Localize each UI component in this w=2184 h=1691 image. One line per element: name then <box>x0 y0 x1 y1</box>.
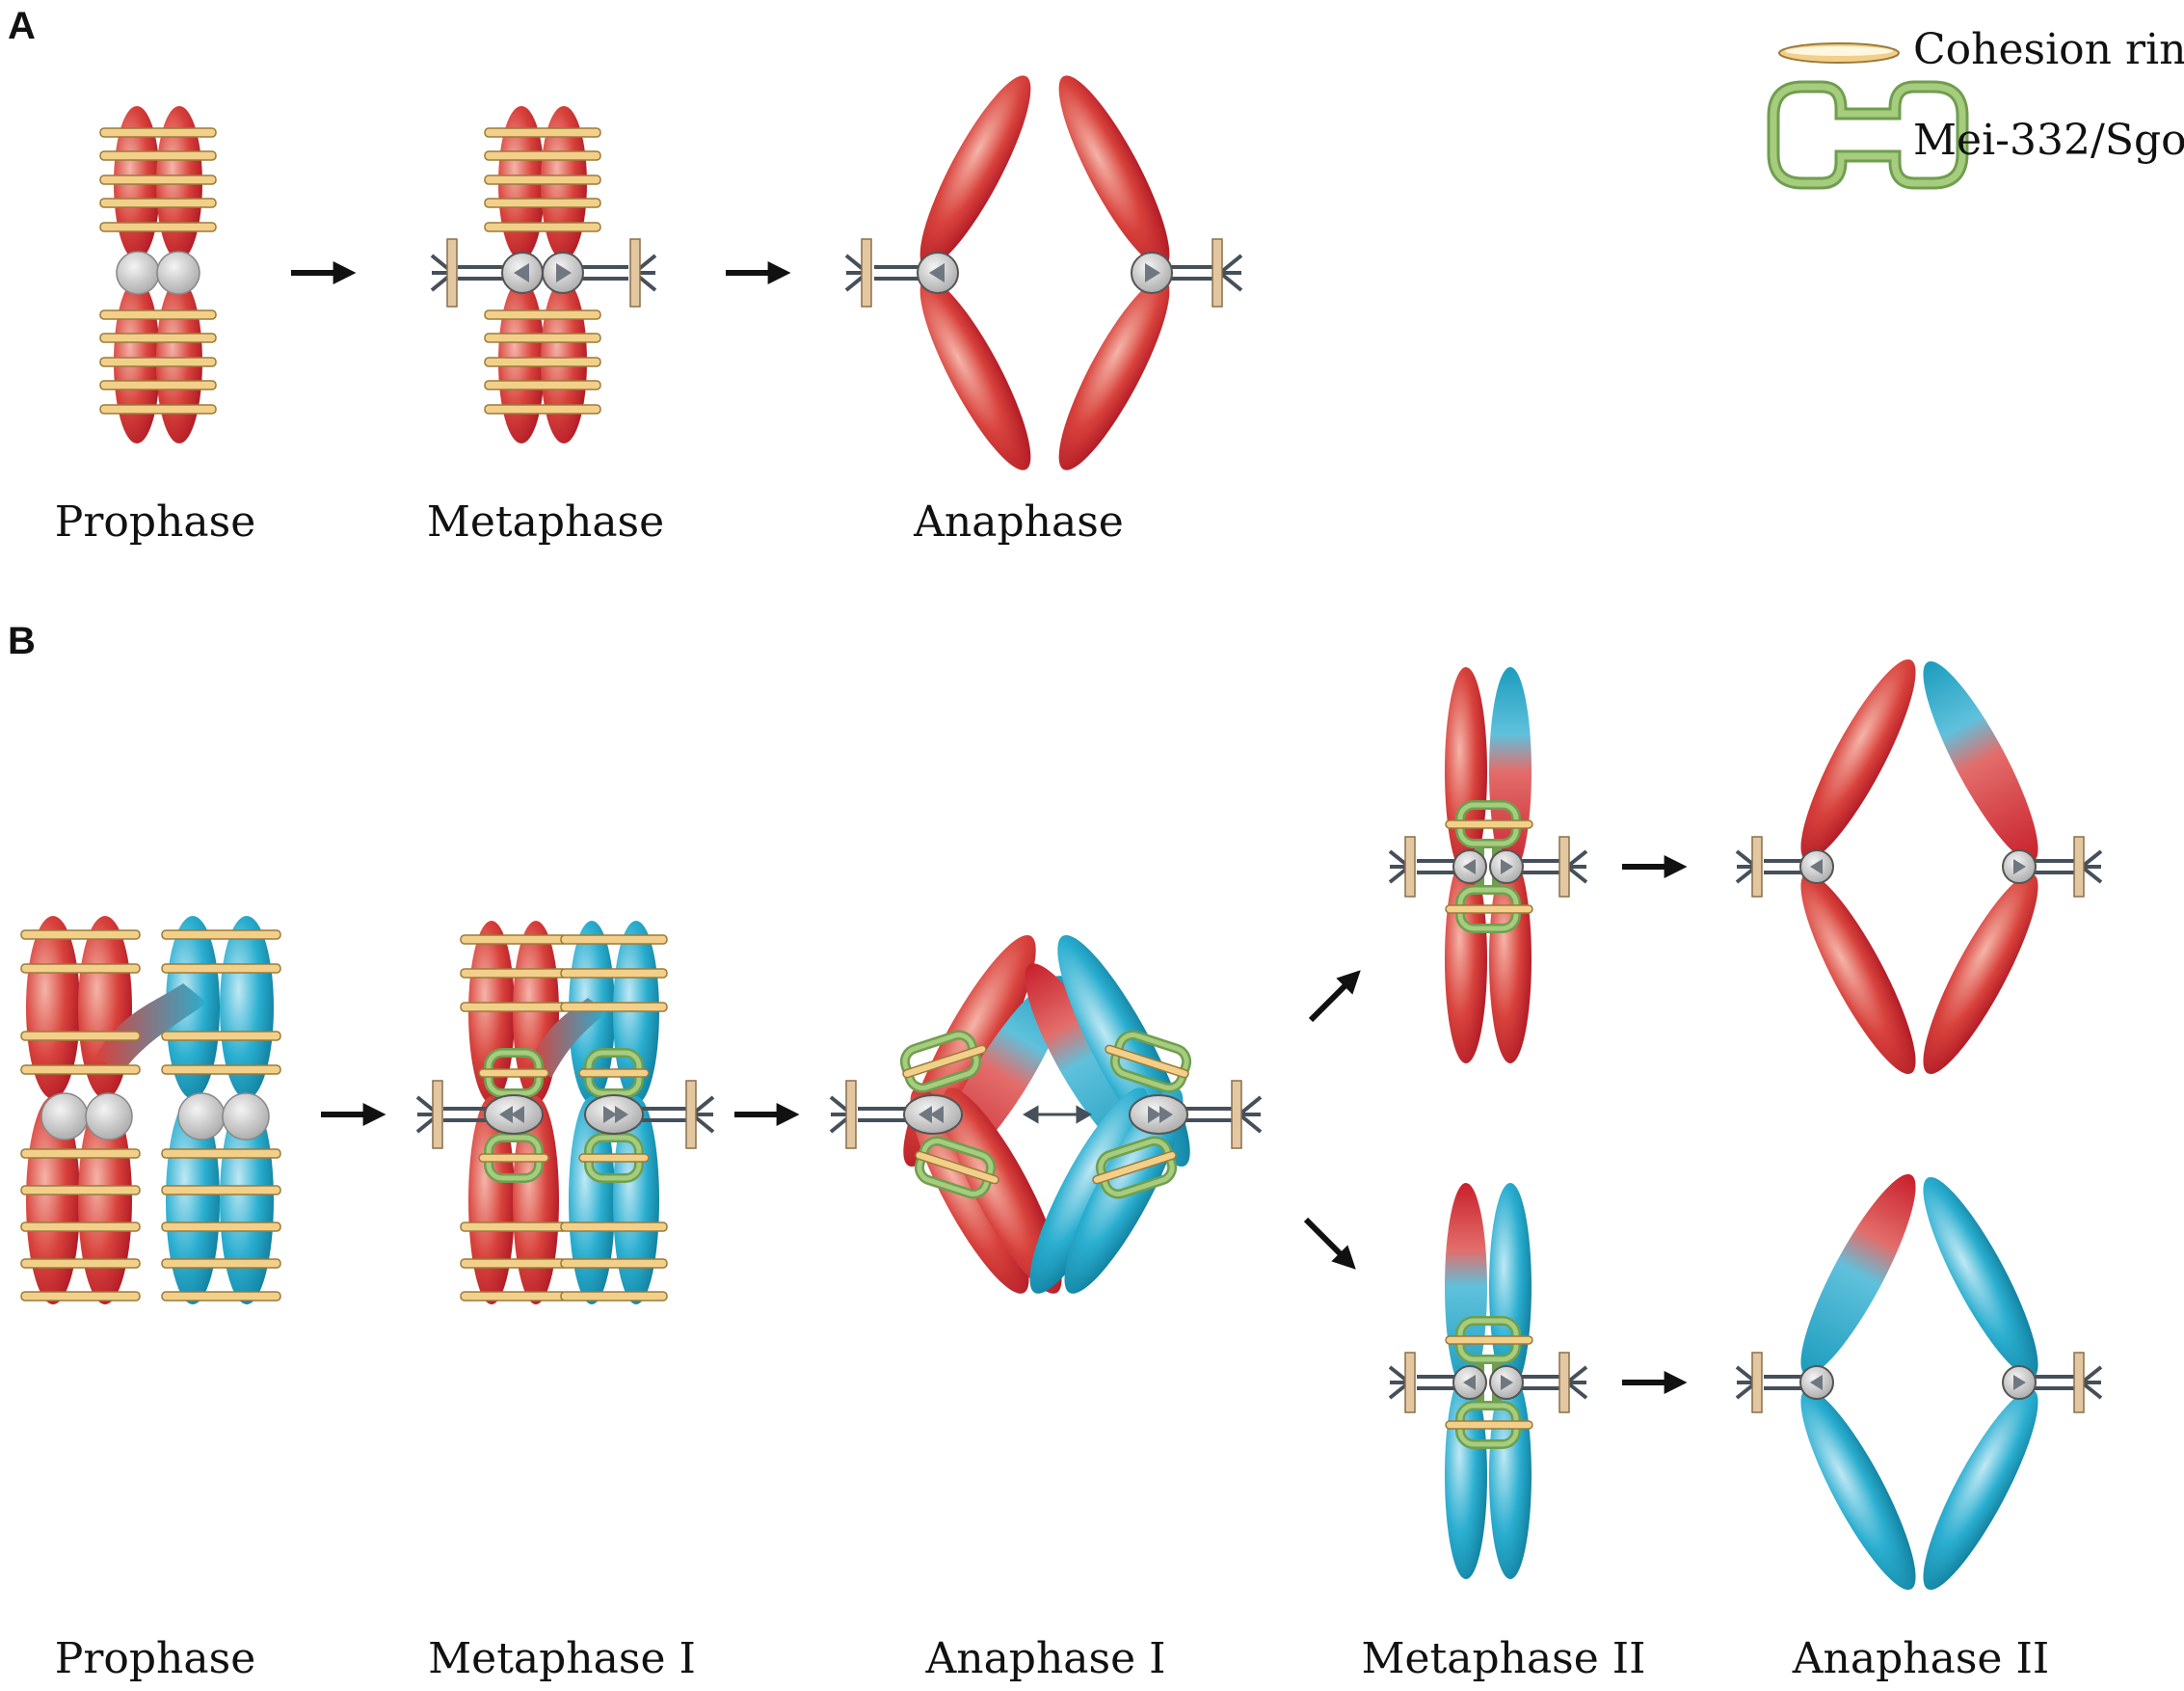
panel-letter-b: B <box>8 620 36 662</box>
legend-label-cohesion: Cohesion ring <box>1913 25 2184 74</box>
b-stage-label: Anaphase I <box>924 1634 1165 1683</box>
b-metaphase-i-bivalent <box>415 921 715 1304</box>
b-anaphase-ii-bottom <box>1735 1173 2103 1591</box>
b-metaphase-ii-bottom <box>1388 1183 1588 1579</box>
b-stage-label: Anaphase II <box>1792 1634 2049 1683</box>
a-prophase-chromosome <box>99 106 217 443</box>
b-metaphase-ii-top <box>1388 667 1588 1063</box>
legend: Cohesion ring Mei-332/Sgo1 <box>1767 25 2184 190</box>
a-metaphase-chromosome <box>430 106 657 443</box>
arrow-b3-up <box>1308 970 1361 1023</box>
a-anaphase-right <box>1058 75 1243 470</box>
sgo1-icon <box>1767 80 1969 190</box>
b-anaphase-ii-top <box>1735 658 2103 1075</box>
a-stage-label: Metaphase <box>427 497 664 547</box>
b-anaphase-i-right <box>1025 934 1263 1294</box>
arrow-b3-down <box>1303 1217 1356 1270</box>
b-stage-label: Prophase <box>55 1634 255 1683</box>
b-anaphase-i-left <box>829 934 1068 1294</box>
a-anaphase-left <box>844 75 1031 470</box>
legend-label-sgo1: Mei-332/Sgo1 <box>1913 116 2184 165</box>
panel-letter-a: A <box>8 5 36 47</box>
cohesion-ring-icon <box>1778 42 1900 64</box>
a-stage-label: Prophase <box>55 497 255 547</box>
b-stage-label: Metaphase II <box>1361 1634 1645 1683</box>
a-stage-label: Anaphase <box>913 497 1124 547</box>
b-stage-label: Metaphase I <box>428 1634 696 1683</box>
double-arrow-icon <box>1023 1105 1092 1124</box>
b-prophase-bivalent <box>20 916 281 1304</box>
